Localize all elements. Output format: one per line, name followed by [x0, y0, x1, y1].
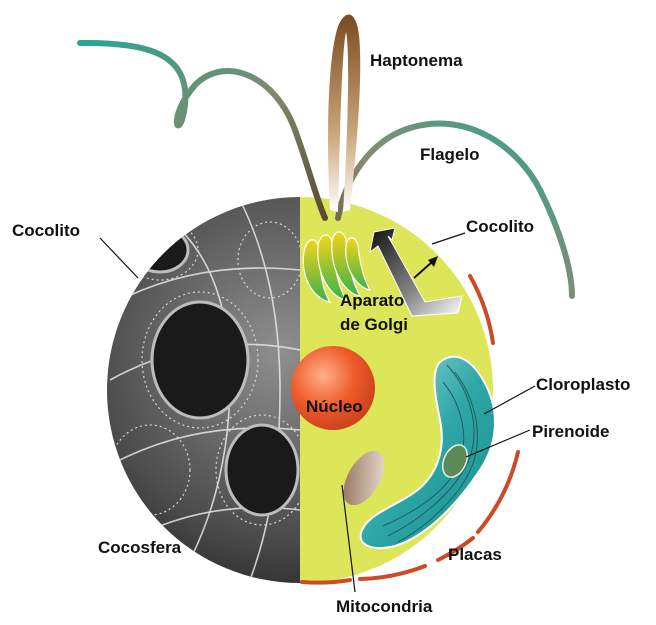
- label-de-golgi: de Golgi: [340, 316, 408, 333]
- label-aparato: Aparato: [340, 292, 404, 309]
- label-mitocondria: Mitocondria: [336, 598, 432, 615]
- haptonema: [328, 15, 360, 213]
- label-placas: Placas: [448, 546, 502, 563]
- label-cocolito-internal: Cocolito: [466, 218, 534, 235]
- label-pirenoide: Pirenoide: [532, 423, 609, 440]
- label-flagelo: Flagelo: [420, 146, 480, 163]
- label-cocosfera: Cocosfera: [98, 539, 181, 556]
- label-haptonema: Haptonema: [370, 52, 463, 69]
- label-nucleo: Núcleo: [306, 398, 363, 415]
- label-cloroplasto: Cloroplasto: [536, 376, 630, 393]
- nucleus: [291, 346, 375, 430]
- label-cocolito-shell: Cocolito: [12, 222, 80, 239]
- flagellum-left: [80, 43, 325, 218]
